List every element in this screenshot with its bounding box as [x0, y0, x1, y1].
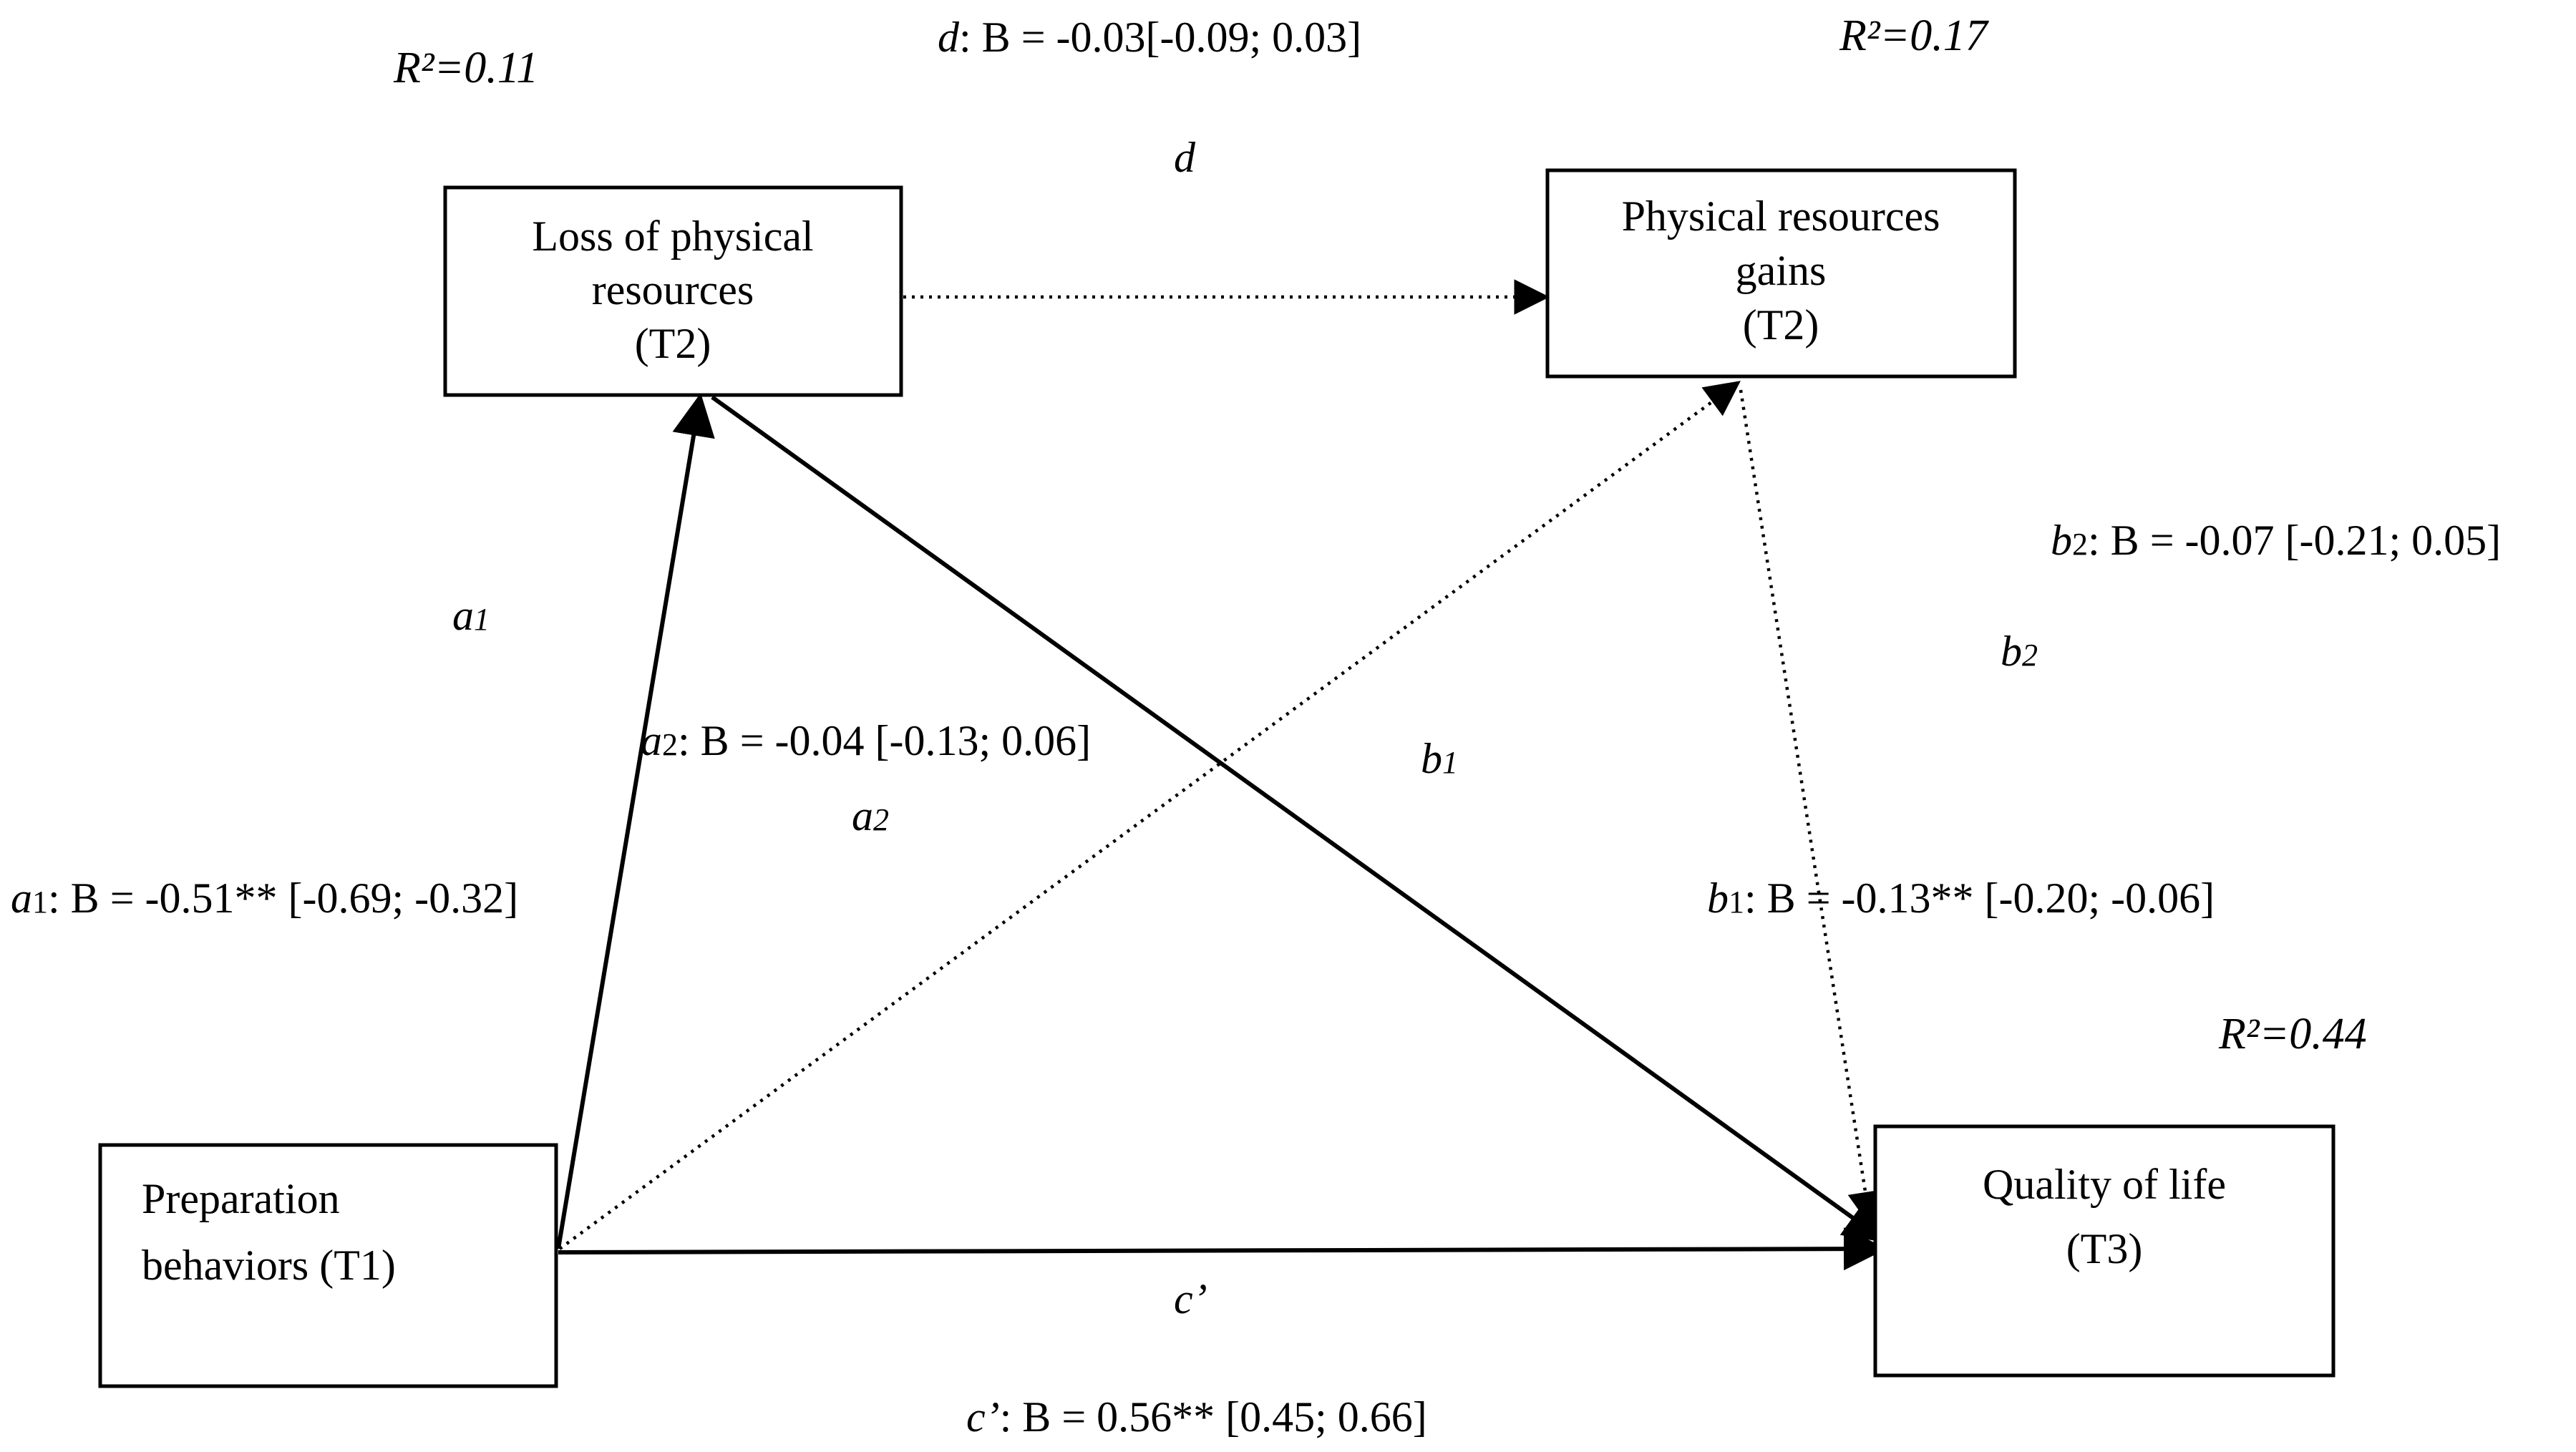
path-b1-estimate-letter: b [1707, 874, 1729, 922]
path-b2-arrow [1739, 389, 1883, 1227]
path-b2-estimate: b2: B = -0.07 [-0.21; 0.05] [2051, 517, 2501, 564]
node-gains-line-2: gains [1736, 247, 1827, 294]
path-a2-estimate-sub: 2 [662, 727, 678, 762]
path-b2-name-letter: b [2001, 628, 2022, 675]
path-a1-name: a1 [452, 592, 490, 639]
path-b1-name: b1 [1421, 735, 1458, 782]
r-squared-loss: R²=0.11 [393, 44, 538, 92]
path-b1-arrow [711, 395, 1887, 1243]
path-c-prime-estimate: c’: B = 0.56** [0.45; 0.66] [966, 1393, 1427, 1441]
node-prep-line-1: Preparation [142, 1175, 340, 1222]
path-c-prime-arrow [558, 1227, 1887, 1271]
path-a1-name-letter: a [452, 592, 474, 639]
node-loss-of-physical-resources: Loss of physical resources (T2) [443, 185, 903, 397]
node-loss-line-2: resources [592, 266, 754, 313]
path-a1-arrow [556, 393, 715, 1249]
path-c-prime-estimate-name: c’ [966, 1393, 1000, 1441]
path-a2-estimate-letter: a [641, 717, 662, 764]
node-preparation-behaviors: Preparation behaviors (T1) [98, 1143, 558, 1388]
node-quality-of-life: Quality of life (T3) [1873, 1124, 2336, 1378]
path-c-prime-estimate-value: B = 0.56** [0.45; 0.66] [1022, 1393, 1427, 1441]
path-d-estimate-name: d [938, 14, 960, 61]
path-b1-name-sub: 1 [1442, 745, 1458, 780]
node-qol-line-2: (T3) [2066, 1225, 2143, 1272]
path-b2-estimate-value: B = -0.07 [-0.21; 0.05] [2111, 517, 2501, 564]
node-gains-line-3: (T2) [1743, 301, 1819, 349]
node-loss-line-1: Loss of physical [532, 213, 813, 260]
path-b2-estimate-sub: 2 [2072, 527, 2088, 562]
path-d-name: d [1174, 134, 1196, 181]
path-a1-estimate-value: B = -0.51** [-0.69; -0.32] [71, 874, 518, 922]
path-a1-estimate-letter: a [11, 874, 32, 922]
path-a1-estimate-sub: 1 [32, 885, 48, 920]
path-a1-name-sub: 1 [474, 602, 490, 637]
path-b1-name-letter: b [1421, 735, 1442, 782]
path-a1-estimate: a1: B = -0.51** [-0.69; -0.32] [11, 874, 518, 922]
path-b2-name-sub: 2 [2022, 638, 2038, 673]
path-a2-estimate-value: B = -0.04 [-0.13; 0.06] [701, 717, 1091, 764]
r-squared-gains: R²=0.17 [1839, 11, 1990, 60]
path-b2-estimate-letter: b [2051, 517, 2072, 564]
path-b2-name: b2 [2001, 628, 2038, 675]
path-d-estimate-value: B = -0.03[-0.09; 0.03] [982, 14, 1361, 61]
path-a2-name-letter: a [852, 792, 873, 839]
path-a2-arrow [558, 381, 1741, 1250]
path-a2-name: a2 [852, 792, 889, 839]
path-b1-estimate-value: B = -0.13** [-0.20; -0.06] [1767, 874, 2215, 922]
node-loss-line-3: (T2) [635, 320, 711, 367]
path-a2-name-sub: 2 [873, 802, 889, 837]
node-gains-line-1: Physical resources [1622, 193, 1940, 240]
path-c-prime-name: c’ [1174, 1275, 1207, 1322]
path-b1-estimate: b1: B = -0.13** [-0.20; -0.06] [1707, 874, 2215, 922]
node-physical-resources-gains: Physical resources gains (T2) [1545, 168, 2017, 379]
path-d-estimate: d: B = -0.03[-0.09; 0.03] [938, 14, 1361, 61]
node-qol-line-1: Quality of life [1983, 1161, 2226, 1208]
node-prep-line-2: behaviors (T1) [142, 1242, 396, 1289]
path-b1-estimate-sub: 1 [1729, 885, 1744, 920]
r-squared-qol: R²=0.44 [2218, 1010, 2367, 1058]
path-a2-estimate: a2: B = -0.04 [-0.13; 0.06] [641, 717, 1091, 764]
